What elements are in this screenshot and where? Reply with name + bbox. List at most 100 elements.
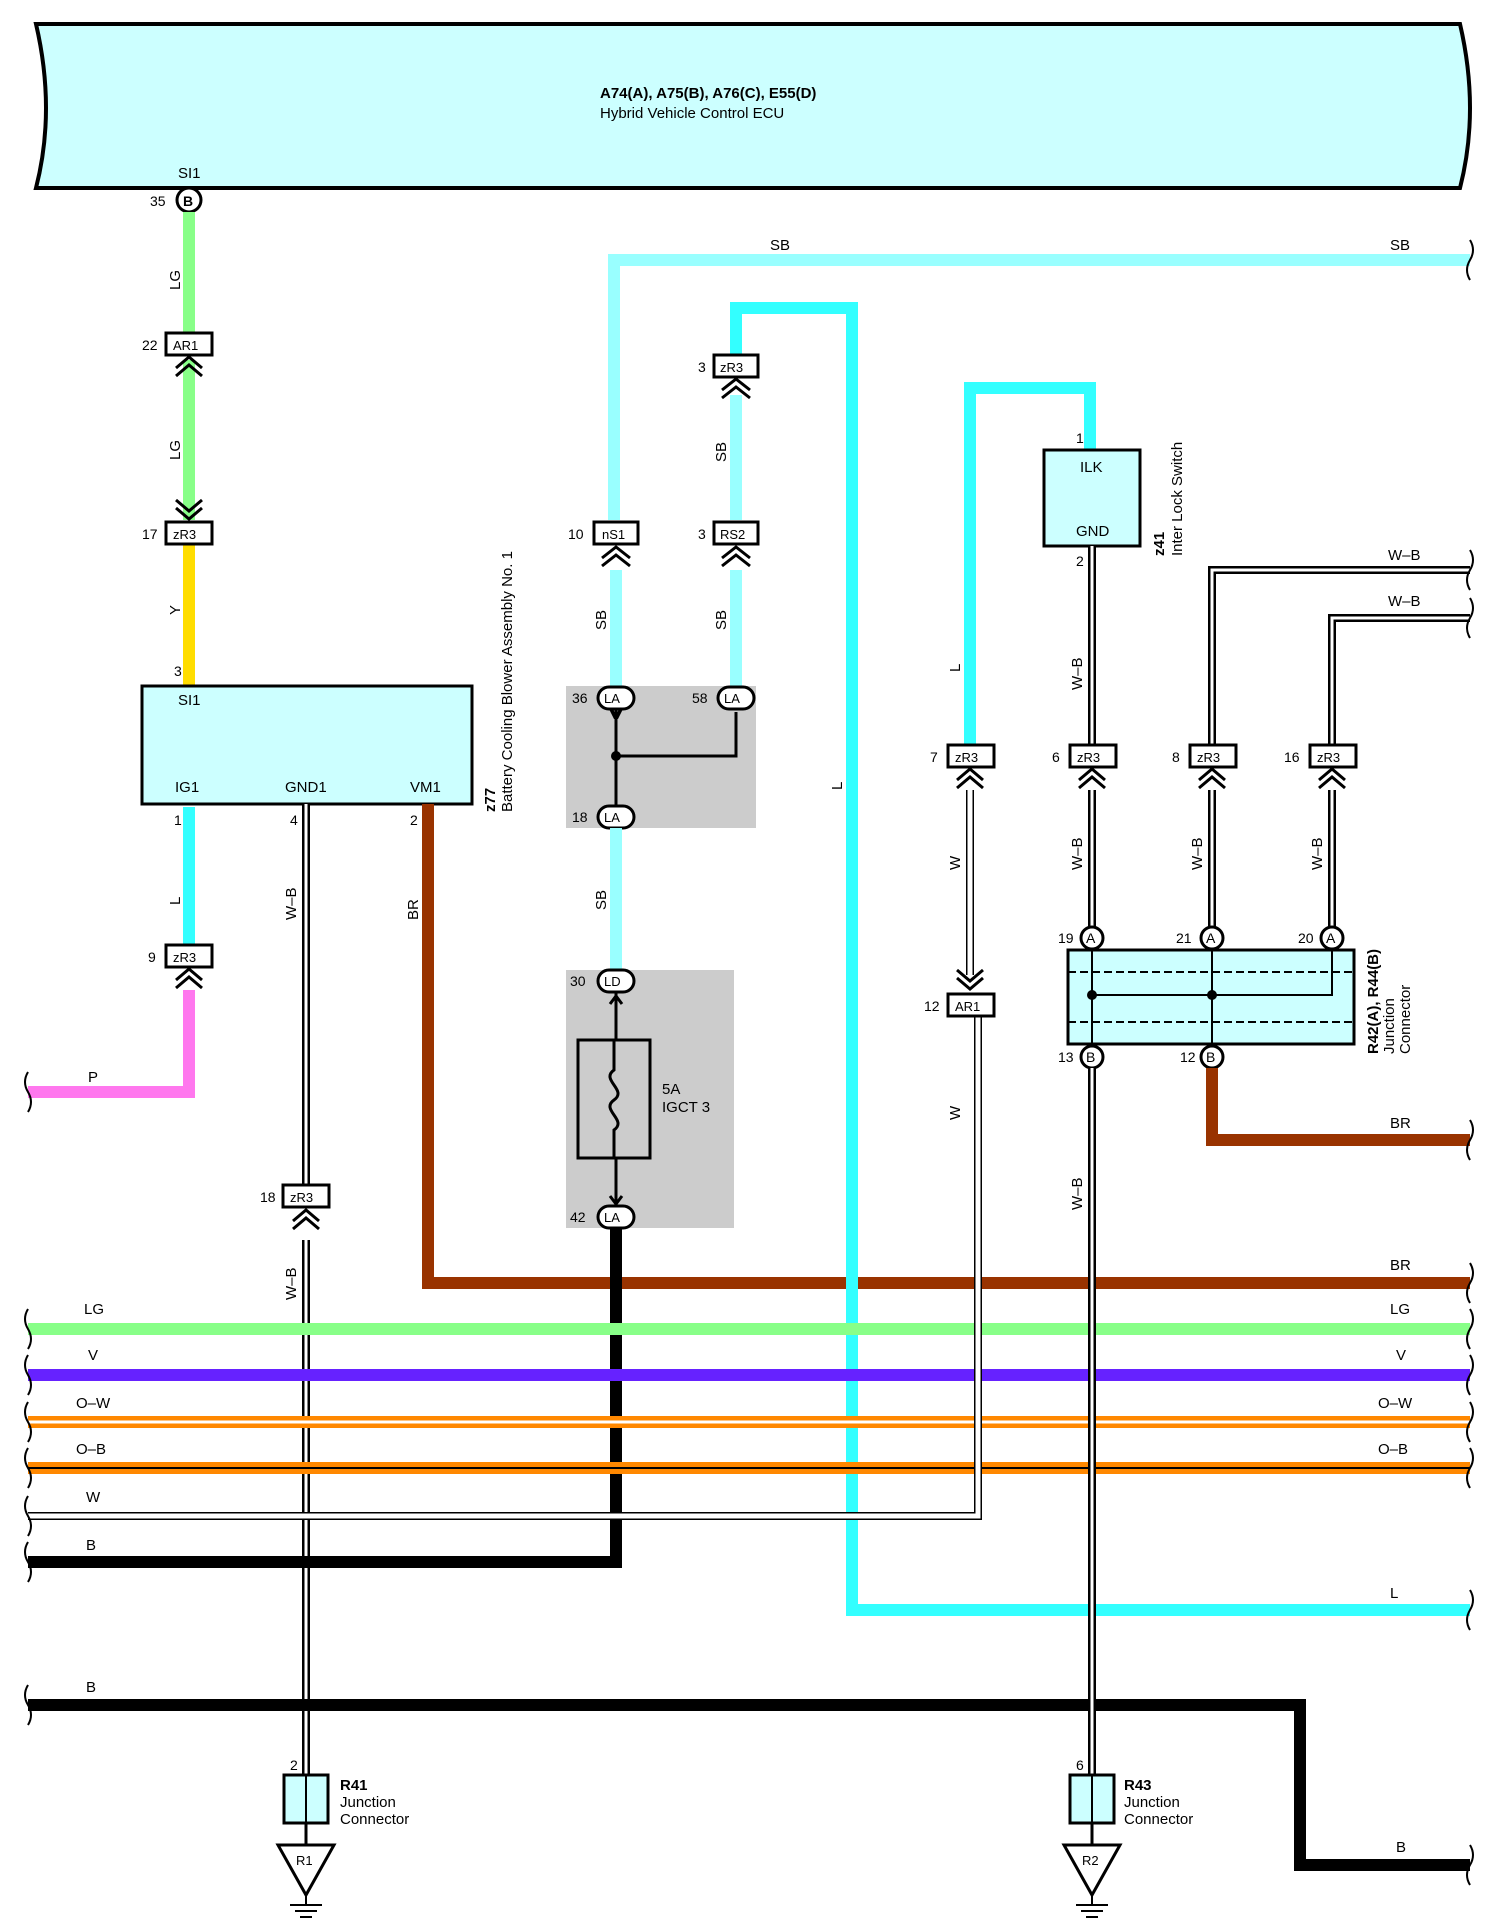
svg-text:22: 22 bbox=[142, 337, 158, 353]
svg-text:zR3: zR3 bbox=[1197, 750, 1220, 765]
svg-text:SB: SB bbox=[1390, 237, 1410, 254]
svg-text:Junction: Junction bbox=[1381, 998, 1398, 1054]
svg-text:12: 12 bbox=[1180, 1049, 1196, 1065]
svg-text:12: 12 bbox=[924, 998, 940, 1014]
svg-text:36: 36 bbox=[572, 690, 588, 706]
svg-text:W–B: W–B bbox=[1069, 657, 1086, 690]
svg-text:Connector: Connector bbox=[1397, 985, 1414, 1054]
svg-text:21: 21 bbox=[1176, 930, 1192, 946]
svg-text:30: 30 bbox=[570, 973, 586, 989]
svg-text:B: B bbox=[1086, 1049, 1095, 1065]
ecu-pin-name: SI1 bbox=[178, 165, 201, 182]
svg-text:58: 58 bbox=[692, 690, 708, 706]
wb-label-r43: W–B bbox=[1069, 1177, 1086, 1210]
vm1-wire: BR BR bbox=[405, 804, 1470, 1289]
svg-text:W: W bbox=[86, 1489, 101, 1506]
connector-zr3-9: zR3 9 bbox=[148, 943, 214, 990]
fuse-icon bbox=[608, 1040, 620, 1158]
svg-text:1: 1 bbox=[174, 812, 182, 828]
svg-text:Connector: Connector bbox=[340, 1811, 409, 1828]
blower-assembly: SI1 IG1 GND1 VM1 3 1 4 2 z77 Battery Coo… bbox=[140, 551, 516, 828]
ecu-pin-letter: B bbox=[183, 193, 193, 209]
svg-text:B: B bbox=[1396, 1839, 1406, 1856]
svg-text:W–B: W–B bbox=[283, 1267, 300, 1300]
svg-text:B: B bbox=[1206, 1049, 1215, 1065]
wire-label-y: Y bbox=[167, 605, 184, 615]
svg-text:4: 4 bbox=[290, 812, 298, 828]
svg-text:10: 10 bbox=[568, 526, 584, 542]
svg-text:O–B: O–B bbox=[1378, 1441, 1408, 1458]
wire-label-lg-2: LG bbox=[167, 440, 184, 460]
svg-text:W: W bbox=[947, 1105, 964, 1120]
gnd1-wire: W–B W–B zR3 18 bbox=[260, 804, 331, 1780]
interlock-id: z41 bbox=[1151, 532, 1168, 556]
junction-r42-id: R42(A), R44(B) bbox=[1365, 949, 1382, 1054]
svg-text:IG1: IG1 bbox=[175, 779, 199, 796]
svg-text:W–B: W–B bbox=[1309, 837, 1326, 870]
left-wire-run: LG LG Y L P bbox=[28, 212, 195, 1098]
svg-text:L: L bbox=[829, 782, 846, 790]
svg-text:O–W: O–W bbox=[76, 1395, 111, 1412]
svg-text:R41: R41 bbox=[340, 1777, 368, 1794]
wb-wires-r42: W–B W–B W–B zR3 6 zR3 8 zR3 16 W–B W–B W… bbox=[1052, 546, 1470, 928]
svg-text:BR: BR bbox=[405, 899, 422, 920]
svg-text:O–B: O–B bbox=[76, 1441, 106, 1458]
svg-text:LA: LA bbox=[724, 691, 740, 706]
svg-text:zR3: zR3 bbox=[173, 950, 196, 965]
svg-text:R1: R1 bbox=[296, 1853, 313, 1868]
svg-text:W–B: W–B bbox=[1189, 837, 1206, 870]
w-wire-ar1-group: L zR3 7 W AR1 12 W bbox=[924, 382, 1096, 1120]
svg-text:7: 7 bbox=[930, 749, 938, 765]
svg-text:L: L bbox=[1390, 1585, 1398, 1602]
svg-text:6: 6 bbox=[1076, 1757, 1084, 1773]
svg-text:O–W: O–W bbox=[1378, 1395, 1413, 1412]
svg-text:3: 3 bbox=[698, 526, 706, 542]
wire-label-l-left: L bbox=[167, 897, 184, 905]
junction-r41: 2 R41 Junction Connector R1 bbox=[275, 1757, 409, 1918]
svg-text:A: A bbox=[1086, 930, 1096, 946]
svg-text:LG: LG bbox=[84, 1301, 104, 1318]
svg-text:LD: LD bbox=[604, 974, 621, 989]
svg-text:V: V bbox=[1396, 1347, 1406, 1364]
svg-text:VM1: VM1 bbox=[410, 779, 441, 796]
svg-text:Junction: Junction bbox=[1124, 1794, 1180, 1811]
fuse-block: LD 30 5A IGCT 3 LA 42 bbox=[566, 968, 734, 1230]
svg-text:B: B bbox=[86, 1537, 96, 1554]
svg-text:1: 1 bbox=[1076, 430, 1084, 446]
svg-text:Connector: Connector bbox=[1124, 1811, 1193, 1828]
svg-text:LG: LG bbox=[1390, 1301, 1410, 1318]
ground-icon-r2 bbox=[1061, 1843, 1123, 1899]
svg-text:SI1: SI1 bbox=[178, 692, 201, 709]
svg-text:20: 20 bbox=[1298, 930, 1314, 946]
svg-text:A: A bbox=[1326, 930, 1336, 946]
svg-text:9: 9 bbox=[148, 949, 156, 965]
svg-text:RS2: RS2 bbox=[720, 527, 745, 542]
wire-label-lg-1: LG bbox=[167, 270, 184, 290]
svg-text:8: 8 bbox=[1172, 749, 1180, 765]
svg-text:R2: R2 bbox=[1082, 1853, 1099, 1868]
svg-text:LA: LA bbox=[604, 1210, 620, 1225]
svg-text:18: 18 bbox=[572, 809, 588, 825]
svg-text:LA: LA bbox=[604, 691, 620, 706]
svg-text:AR1: AR1 bbox=[955, 999, 980, 1014]
svg-text:V: V bbox=[88, 1347, 98, 1364]
svg-text:13: 13 bbox=[1058, 1049, 1074, 1065]
svg-text:L: L bbox=[947, 664, 964, 672]
svg-text:W: W bbox=[947, 855, 964, 870]
svg-text:R43: R43 bbox=[1124, 1777, 1152, 1794]
connector-ar1-left: AR1 22 bbox=[142, 331, 214, 378]
connector-zr3-17: zR3 17 bbox=[142, 498, 214, 546]
svg-text:2: 2 bbox=[410, 812, 418, 828]
svg-text:nS1: nS1 bbox=[602, 527, 625, 542]
interlock-switch: ILK GND 1 2 z41 Inter Lock Switch bbox=[1042, 430, 1186, 569]
junction-r42: A 19 A 21 A 20 B 13 B 12 R42(A), R44(B) … bbox=[1058, 925, 1414, 1070]
svg-text:zR3: zR3 bbox=[290, 1190, 313, 1205]
la-junction-block: LA 36 LA 58 LA 18 bbox=[566, 685, 756, 830]
ecu-title: A74(A), A75(B), A76(C), E55(D) bbox=[600, 85, 816, 102]
wire-break-marks bbox=[24, 239, 1474, 1886]
b-wire-fuse bbox=[28, 1228, 622, 1568]
svg-text:42: 42 bbox=[570, 1209, 586, 1225]
junction-r43: 6 R43 Junction Connector R2 bbox=[1061, 1757, 1193, 1918]
ns1-rs2-group: nS1 10 SB SB RS2 3 SB bbox=[568, 395, 760, 688]
fuse-name: IGCT 3 bbox=[662, 1099, 710, 1116]
